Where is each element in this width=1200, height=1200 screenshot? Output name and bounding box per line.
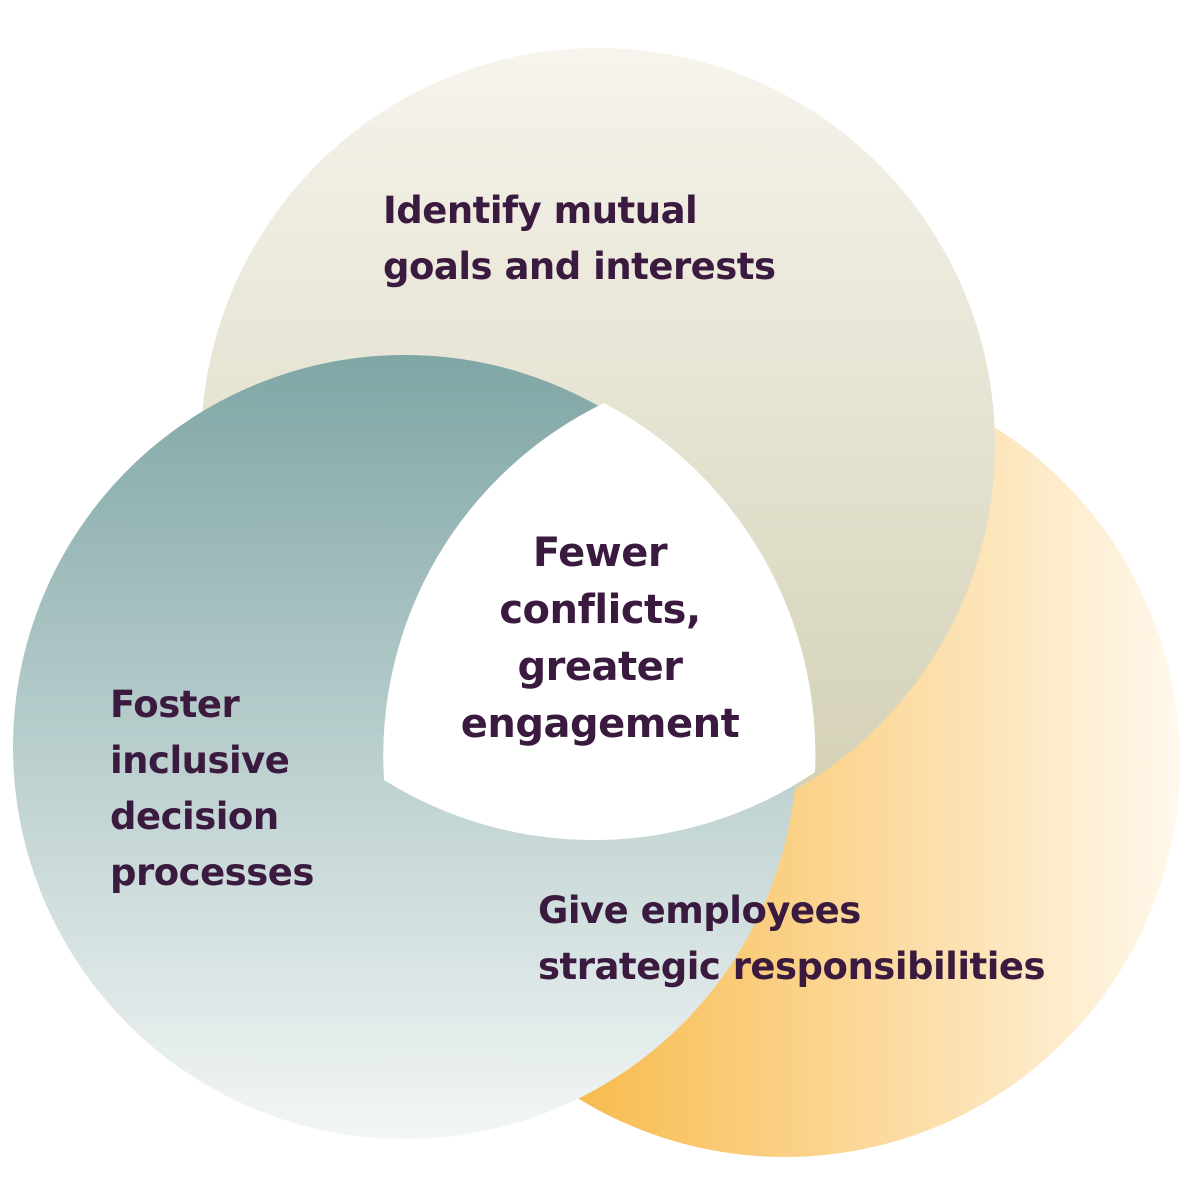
label-center-line-2: conflicts, [499, 587, 701, 633]
label-bottom-line-2: strategic responsibilities [538, 945, 1046, 988]
label-center-line-3: greater [517, 644, 683, 690]
label-foster-decisions: Foster inclusive decision processes [110, 677, 314, 901]
label-bottom-line-1: Give employees [538, 889, 861, 932]
label-left-line-3: decision [110, 795, 279, 838]
label-center-line-4: engagement [460, 701, 740, 747]
label-top-line-1: Identify mutual [383, 189, 698, 232]
label-left-line-4: processes [110, 851, 314, 894]
label-strategic-responsibilities: Give employees strategic responsibilitie… [538, 883, 1046, 995]
label-left-line-1: Foster [110, 683, 240, 726]
center-overlap [383, 403, 816, 841]
label-center-outcome: Fewer conflicts, greater engagement [400, 525, 800, 753]
label-identify-goals: Identify mutual goals and interests [383, 183, 776, 295]
label-left-line-2: inclusive [110, 739, 290, 782]
label-top-line-2: goals and interests [383, 245, 776, 288]
label-center-line-1: Fewer [532, 530, 668, 576]
